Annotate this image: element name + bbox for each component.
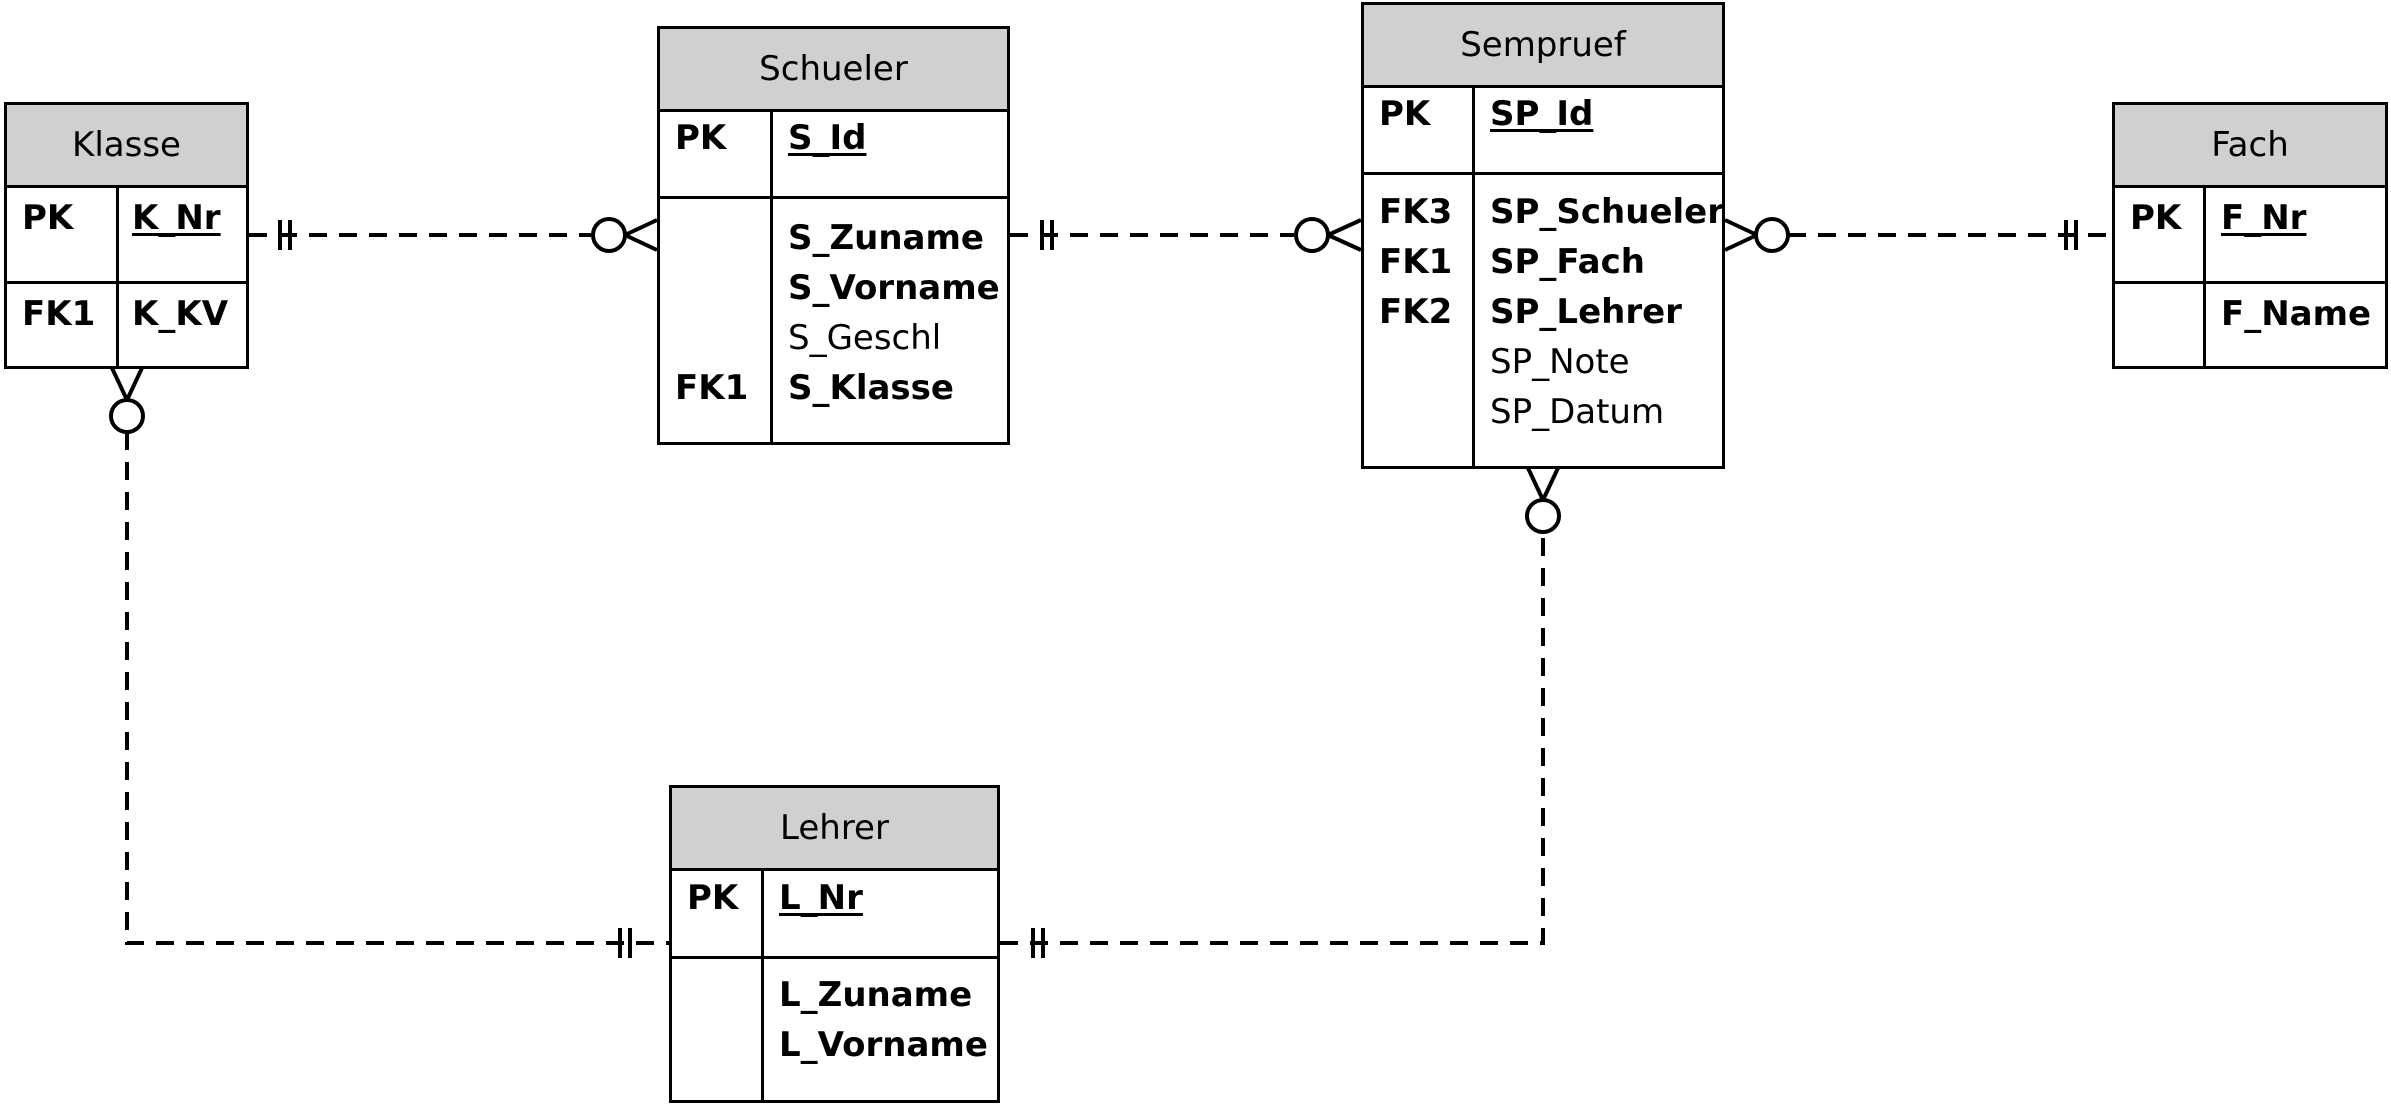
primary-key-field: L_Nr [779, 878, 863, 918]
key-label: FK1 [675, 368, 749, 408]
attribute-field: SP_Datum [1490, 392, 1665, 432]
relationship-schueler-sempruef [1010, 217, 1362, 253]
pk-section: PK F_Nr [2115, 188, 2385, 281]
relationship-sempruef-fach [1724, 217, 2112, 253]
primary-key-field: K_Nr [132, 198, 221, 238]
entity-title: Fach [2115, 105, 2385, 188]
entity-fach[interactable]: Fach PK F_Nr F_Name [2112, 102, 2388, 369]
attributes-section: L_Zuname L_Vorname [672, 956, 997, 1100]
pk-section: PK K_Nr [7, 188, 246, 281]
attribute-field: K_KV [132, 294, 229, 334]
attribute-field: SP_Note [1490, 342, 1630, 382]
relationship-lehrer-klasse [109, 367, 669, 958]
attributes-section: F_Name [2115, 281, 2385, 366]
key-label: FK2 [1379, 292, 1453, 332]
key-label: PK [1379, 94, 1431, 134]
key-label: PK [687, 878, 739, 918]
entity-title: Sempruef [1364, 5, 1722, 88]
key-label: FK1 [22, 294, 96, 334]
primary-key-field: F_Nr [2221, 198, 2307, 238]
attribute-field: SP_Lehrer [1490, 292, 1682, 332]
key-label: FK3 [1379, 192, 1453, 232]
entity-title: Lehrer [672, 788, 997, 871]
entity-sempruef[interactable]: Sempruef PK SP_Id FK3 SP_Schueler FK1 SP… [1361, 2, 1725, 469]
entity-title: Schueler [660, 29, 1007, 112]
entity-lehrer[interactable]: Lehrer PK L_Nr L_Zuname L_Vorname [669, 785, 1000, 1103]
relationship-klasse-schueler [249, 217, 658, 253]
entity-schueler[interactable]: Schueler PK S_Id S_Zuname S_Vorname S_Ge… [657, 26, 1010, 445]
attribute-field: S_Geschl [788, 318, 942, 358]
entity-klasse[interactable]: Klasse PK K_Nr FK1 K_KV [4, 102, 249, 369]
key-label: PK [675, 118, 727, 158]
attributes-section: FK1 K_KV [7, 281, 246, 366]
attribute-field: S_Vorname [788, 268, 1000, 308]
attribute-field: L_Zuname [779, 975, 973, 1015]
entity-title: Klasse [7, 105, 246, 188]
attribute-field: SP_Fach [1490, 242, 1645, 282]
attribute-field: L_Vorname [779, 1025, 988, 1065]
attribute-field: S_Klasse [788, 368, 954, 408]
key-label: PK [2130, 198, 2182, 238]
relationship-lehrer-sempruef [1000, 467, 1561, 958]
primary-key-field: SP_Id [1490, 94, 1594, 134]
primary-key-field: S_Id [788, 118, 867, 158]
attributes-section: FK3 SP_Schueler FK1 SP_Fach FK2 SP_Lehre… [1364, 172, 1724, 466]
pk-section: PK S_Id [660, 112, 1007, 196]
pk-section: PK SP_Id [1364, 88, 1722, 172]
key-label: FK1 [1379, 242, 1453, 282]
attributes-section: S_Zuname S_Vorname S_Geschl FK1 S_Klasse [660, 196, 1007, 442]
pk-section: PK L_Nr [672, 871, 997, 956]
key-label: PK [22, 198, 74, 238]
attribute-field: S_Zuname [788, 218, 984, 258]
attribute-field: SP_Schueler [1490, 192, 1724, 232]
attribute-field: F_Name [2221, 294, 2372, 334]
